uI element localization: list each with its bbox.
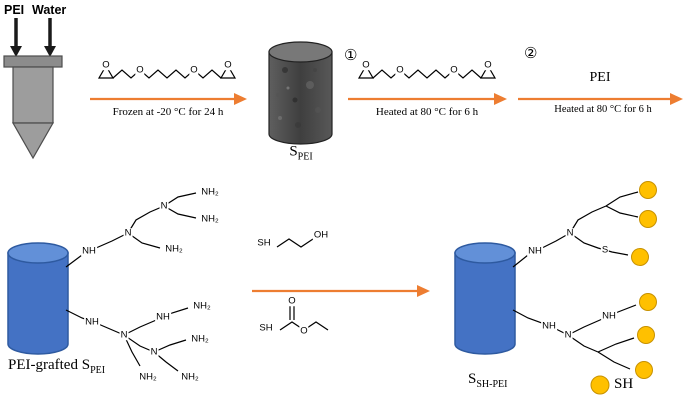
- mold-input-arrows: [10, 18, 56, 57]
- amine-nh2-label: NH₂: [200, 186, 220, 198]
- oxygen-label: O: [299, 325, 309, 337]
- sh-group-circle: [637, 326, 655, 344]
- oxygen-label: O: [395, 64, 405, 76]
- thiol-label: SH: [256, 237, 272, 249]
- right-blue-cylinder: [454, 242, 516, 355]
- amine-nh2-label: NH₂: [164, 243, 184, 255]
- sh-group-circle: [639, 293, 657, 311]
- spei-label-base: S: [289, 143, 298, 160]
- condition-step-3: Heated at 80 °C for 6 h: [554, 104, 652, 115]
- amine-nh2-label: NH₂: [190, 333, 210, 345]
- pei-input-label: PEI: [4, 3, 25, 17]
- left-product-base: PEI-grafted S: [8, 357, 91, 373]
- amine-nh-label: NH: [155, 311, 171, 323]
- amine-n-label: N: [123, 227, 133, 239]
- thiol-label: SH: [258, 322, 274, 334]
- amine-n-label: N: [563, 329, 573, 341]
- reaction-arrow-4: [252, 285, 430, 297]
- hydroxyl-label: OH: [312, 229, 330, 241]
- step-2-badge: ②: [524, 45, 538, 62]
- right-product-sub: SH-PEI: [476, 379, 508, 390]
- oxygen-label: O: [135, 64, 145, 76]
- legend-sh-label: SH: [614, 376, 634, 392]
- mercaptoethanol-structure: [276, 238, 314, 248]
- sh-group-circle: [631, 248, 649, 266]
- step-1-badge: ①: [344, 47, 358, 64]
- oxygen-label: O: [361, 59, 371, 71]
- amine-nh2-label: NH₂: [180, 371, 200, 383]
- oxygen-label: O: [101, 59, 111, 71]
- amine-nh-label: NH: [601, 310, 617, 322]
- amine-nh2-label: NH₂: [200, 213, 220, 225]
- amine-n-label: N: [565, 227, 575, 239]
- amine-nh-label: NH: [84, 316, 100, 328]
- amine-nh2-label: NH₂: [138, 371, 158, 383]
- left-product-label: PEI-grafted SPEI: [8, 357, 105, 376]
- amine-n-label: N: [149, 346, 159, 358]
- oxygen-label: O: [483, 59, 493, 71]
- reaction-arrow-2: [348, 93, 507, 105]
- reaction-arrow-1: [90, 93, 247, 105]
- mold-tube: [3, 55, 63, 160]
- amine-n-label: N: [119, 329, 129, 341]
- left-pei-tree: [65, 192, 197, 372]
- spei-cylinder: [268, 41, 333, 145]
- sh-group-circle: [639, 181, 657, 199]
- condition-step-2: Heated at 80 °C for 6 h: [375, 106, 479, 118]
- left-blue-cylinder: [7, 242, 69, 355]
- right-product-base: S: [468, 371, 477, 387]
- oxygen-label: O: [189, 64, 199, 76]
- oxygen-label: O: [449, 64, 459, 76]
- amine-nh2-label: NH₂: [192, 300, 212, 312]
- legend: [590, 375, 610, 395]
- pei-reagent-label: PEI: [589, 70, 611, 85]
- right-pei-tree: [512, 191, 639, 370]
- thioether-s-label: S: [600, 244, 610, 256]
- amine-nh-label: NH: [541, 320, 557, 332]
- crosslinker-structure-2: [357, 64, 497, 79]
- spei-label-sub: PEI: [297, 151, 313, 163]
- amine-nh-label: NH: [527, 245, 543, 257]
- left-product-sub: PEI: [90, 365, 106, 376]
- sh-group-circle: [639, 210, 657, 228]
- crosslinker-structure-1: [97, 64, 237, 79]
- amine-nh-label: NH: [81, 245, 97, 257]
- reaction-arrow-3: [518, 93, 683, 105]
- sh-group-circle: [635, 361, 653, 379]
- legend-sh-circle: [590, 375, 610, 395]
- right-product-label: SSH-PEI: [468, 371, 507, 390]
- sh-terminal-circles: [631, 181, 657, 379]
- condition-step-1: Frozen at -20 °C for 24 h: [112, 106, 224, 118]
- amine-n-label: N: [159, 200, 169, 212]
- water-input-label: Water: [32, 3, 67, 17]
- oxygen-label: O: [223, 59, 233, 71]
- oxygen-label: O: [287, 295, 297, 307]
- spei-label: SPEI: [289, 144, 312, 163]
- sponge-texture: [276, 58, 321, 128]
